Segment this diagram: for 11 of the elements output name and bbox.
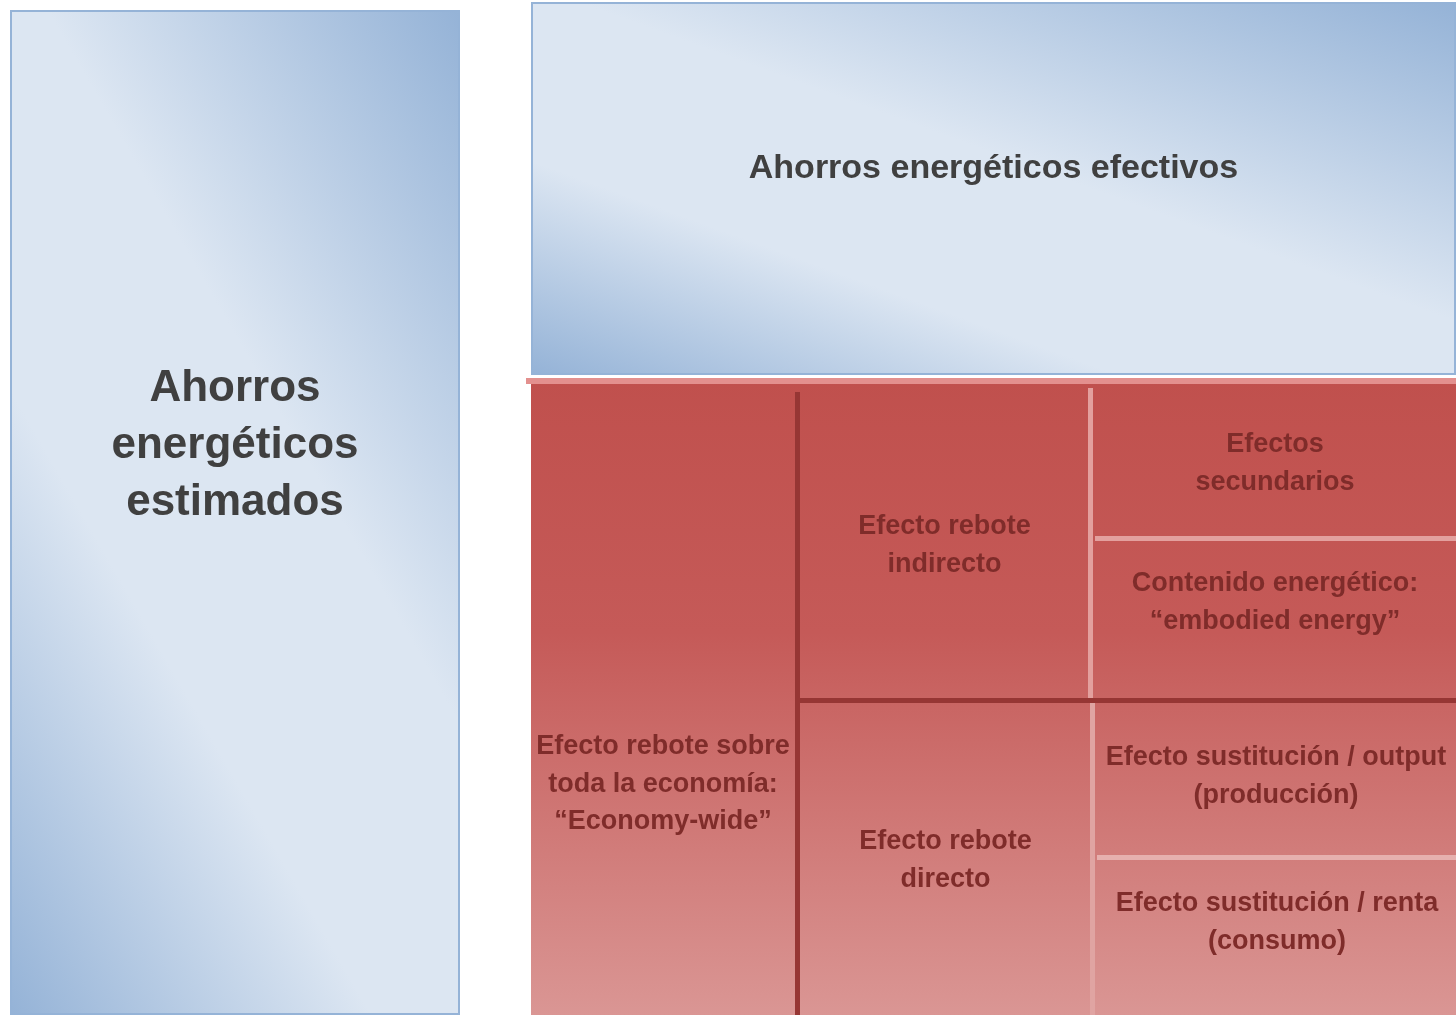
cell-label: Efecto sustitución / renta (consumo) — [1114, 886, 1440, 957]
cell-label: Efecto rebote indirecto — [857, 509, 1032, 580]
cell-label: Ahorros energéticos efectivos — [748, 146, 1239, 187]
cell-label: Efecto rebote sobre toda la economía: “Economy-wide” — [535, 728, 791, 838]
cell-label: Efecto rebote directo — [858, 823, 1033, 895]
cell-label: Efecto sustitución / output (producción) — [1104, 739, 1448, 811]
cell-label: Ahorros energéticos estimados — [110, 359, 360, 527]
cell-label: Contenido energético: “embodied energy” — [1130, 566, 1420, 637]
estimate-panel — [10, 10, 460, 1015]
cell-label: Efectos secundarios — [1194, 427, 1356, 498]
result-panel — [531, 2, 1456, 375]
